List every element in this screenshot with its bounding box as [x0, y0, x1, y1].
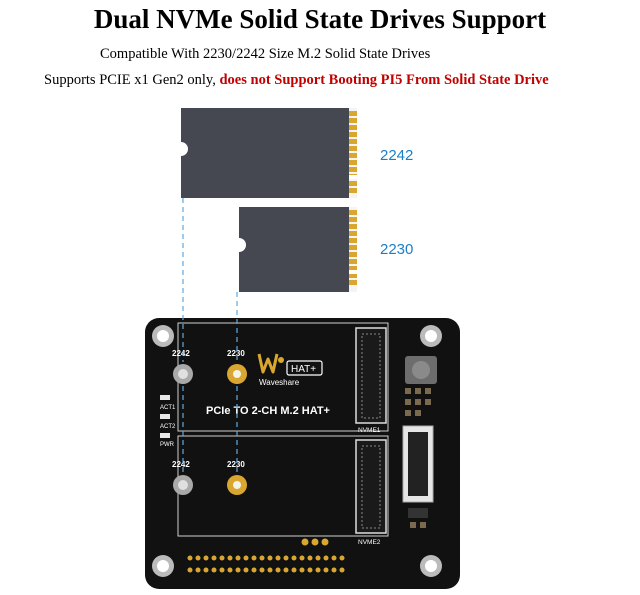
mounting-hole — [420, 325, 442, 347]
nvme2-label: NVME2 — [358, 539, 381, 546]
m2-connector-nvme2 — [355, 439, 387, 534]
waveshare-logo-icon — [257, 353, 284, 374]
hat-plus-badge: HAT+ — [291, 364, 316, 375]
ssd-2242 — [181, 108, 358, 198]
ssd-2242-label: 2242 — [380, 147, 414, 164]
hole-label-2230-bottom: 2230 — [227, 460, 245, 469]
pcie-hat-board: 2242 2230 2242 2230 Waveshare HAT+ PCIe … — [145, 318, 460, 589]
brand-label: Waveshare — [259, 378, 300, 387]
hole-label-2230-top: 2230 — [227, 349, 245, 358]
ssd-2230-label: 2230 — [380, 241, 414, 258]
nvme1-label: NVME1 — [358, 427, 381, 434]
gpio-header — [187, 555, 345, 573]
mounting-hole — [420, 555, 442, 577]
led-label-act1: ACT1 — [160, 405, 176, 411]
support-note-text: Supports PCIE x1 Gen2 only, — [44, 72, 220, 88]
product-name-label: PCIe TO 2-CH M.2 HAT+ — [206, 405, 330, 417]
alignment-guides — [182, 198, 238, 472]
inductor — [405, 356, 437, 384]
hole-label-2242-bottom: 2242 — [172, 460, 190, 469]
test-pads — [301, 538, 329, 546]
m2-connector-nvme1 — [355, 327, 387, 424]
mounting-hole — [152, 325, 174, 347]
led-label-pwr: PWR — [160, 442, 175, 448]
standoff-2242-top — [173, 364, 193, 384]
standoff-2230-top — [227, 364, 247, 384]
boot-warning: does not Support Booting PI5 From Solid … — [219, 72, 549, 88]
standoff-2230-bottom — [227, 475, 247, 495]
support-note: Supports PCIE x1 Gen2 only, does not Sup… — [44, 72, 549, 89]
page-title: Dual NVMe Solid State Drives Support — [93, 4, 547, 34]
standoff-2242-bottom — [173, 475, 193, 495]
mounting-hole — [152, 555, 174, 577]
status-leds — [160, 395, 170, 438]
compatibility-subtitle: Compatible With 2230/2242 Size M.2 Solid… — [100, 46, 431, 62]
pcie-fpc-connector — [402, 425, 434, 503]
led-label-act2: ACT2 — [160, 424, 176, 430]
ssd-2230 — [239, 207, 358, 292]
hole-label-2242-top: 2242 — [172, 349, 190, 358]
